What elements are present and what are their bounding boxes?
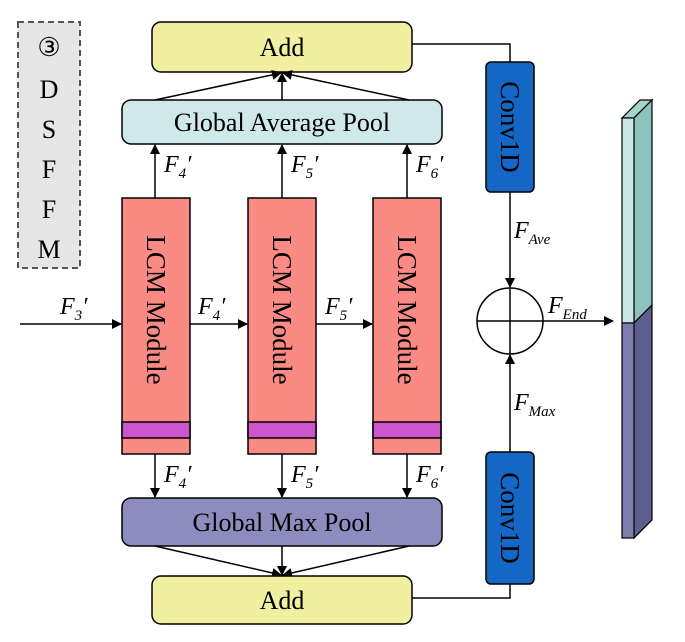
lcm-module-box (247, 197, 317, 455)
label-mid-1: F4′ (197, 294, 226, 324)
lcm-module-1: LCM Module (121, 197, 191, 455)
sidebar-letter: D (40, 75, 59, 104)
line-add-top-conv (412, 43, 511, 62)
lcm-module-label: LCM Module (267, 235, 297, 384)
label-gap-in-3: F6′ (415, 152, 444, 182)
label-gmp-in-1: F4′ (163, 462, 192, 492)
arrow-gmp-add-right (282, 545, 410, 578)
sidebar-frame (17, 21, 81, 269)
label-gap-in-2: F5′ (290, 152, 319, 182)
dsffm-sidebar: ③ D S F F M (17, 21, 81, 269)
global-max-pool-label: Global Max Pool (192, 508, 371, 537)
lcm-module-3: LCM Module (372, 197, 442, 455)
line-add-bottom-conv (412, 584, 511, 599)
sum-node (476, 287, 544, 355)
sidebar-letter: F (42, 155, 56, 184)
arrow-gap-add-left (154, 69, 282, 101)
label-input: F3′ (59, 294, 88, 324)
lcm-module-label: LCM Module (392, 235, 422, 384)
label-gap-in-1: F4′ (163, 152, 192, 182)
label-mid-2: F5′ (324, 294, 353, 324)
sidebar-circle-number: ③ (37, 33, 60, 62)
arrow-gmp-add-left (154, 545, 282, 578)
global-average-pool-label: Global Average Pool (174, 108, 390, 137)
sidebar-letter: F (42, 195, 56, 224)
add-bottom-label: Add (260, 586, 305, 615)
label-f-max: FMax (513, 390, 556, 420)
label-gmp-in-2: F5′ (290, 462, 319, 492)
output-feature-bar (620, 98, 654, 540)
lcm-module-2: LCM Module (247, 197, 317, 455)
add-bottom-box (151, 575, 413, 625)
label-f-ave: FAve (513, 218, 551, 248)
lcm-module-band (247, 421, 317, 439)
lcm-module-band (121, 421, 191, 439)
lcm-module-band (372, 421, 442, 439)
conv1d-top-label: Conv1D (495, 81, 525, 173)
label-f-end: FEnd (547, 293, 587, 323)
lcm-module-box (372, 197, 442, 455)
sidebar-letter: M (37, 235, 60, 264)
lcm-module-box (121, 197, 191, 455)
lcm-module-label: LCM Module (141, 235, 171, 384)
add-top-label: Add (260, 33, 305, 62)
arrow-gap-add-right (282, 69, 410, 101)
label-gmp-in-3: F6′ (415, 462, 444, 492)
sidebar-letter: S (42, 115, 56, 144)
conv1d-bottom-label: Conv1D (495, 472, 525, 564)
